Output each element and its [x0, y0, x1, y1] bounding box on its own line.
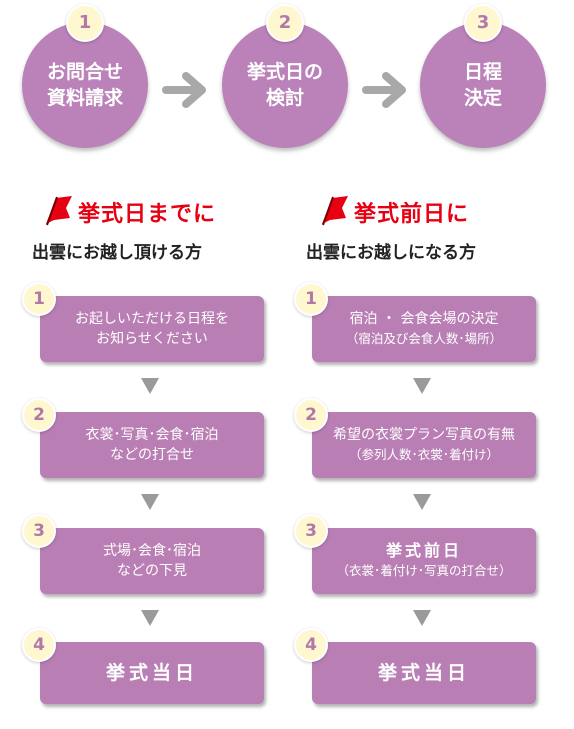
right-arrow-icon — [162, 72, 206, 108]
left-step-box: 衣裳･写真･会食･宿泊 などの打合せ — [40, 412, 264, 478]
right-step-line: （衣裳･着付け･写真の打合せ） — [336, 563, 512, 578]
step-number-badge: 4 — [294, 628, 328, 662]
right-arrow-icon — [362, 72, 406, 108]
step-circle-label: 決定 — [463, 87, 502, 109]
left-subheading: 出雲にお越し頂ける方 — [32, 243, 202, 263]
left-step-box: お起しいただける日程を お知らせください — [40, 296, 264, 362]
left-step-line: などの打合せ — [110, 447, 194, 463]
step-circle-label: 日程 — [463, 61, 502, 83]
left-step-line: 挙式当日 — [105, 662, 198, 684]
flag-icon — [322, 196, 348, 226]
right-step-line: 希望の衣裳プラン写真の有無 — [333, 427, 515, 443]
left-step-line: 衣裳･写真･会食･宿泊 — [85, 427, 219, 443]
flag-icon — [46, 196, 72, 226]
right-step-line: （参列人数･衣裳･着付け） — [348, 447, 499, 462]
right-step-box: 希望の衣裳プラン写真の有無 （参列人数･衣裳･着付け） — [312, 412, 536, 478]
down-arrow-icon — [141, 494, 159, 510]
down-arrow-icon — [413, 494, 431, 510]
step-circle-date-review: 挙式日の 検討 — [222, 22, 348, 148]
step-number-badge: 2 — [22, 398, 56, 432]
step-circle-inquiry: お問合せ 資料請求 — [22, 22, 148, 148]
step-circle-label: 検討 — [265, 87, 304, 109]
step-number-badge: 1 — [22, 282, 56, 316]
step-circle-label: 挙式日の — [246, 61, 323, 83]
left-step-box: 式場･会食･宿泊 などの下見 — [40, 528, 264, 594]
step-number-badge: 2 — [294, 398, 328, 432]
right-step-line: （宿泊及び会食人数･場所） — [345, 331, 503, 346]
right-step-line: 宿泊 ・ 会食会場の決定 — [349, 311, 499, 327]
right-heading: 挙式前日に — [354, 202, 470, 227]
right-step-line: 挙式当日 — [377, 662, 470, 684]
right-step-box: 挙式当日 — [312, 642, 536, 704]
down-arrow-icon — [413, 610, 431, 626]
left-step-line: などの下見 — [117, 563, 187, 579]
step-circle-schedule-decided: 日程 決定 — [420, 22, 546, 148]
step-number-badge: 4 — [22, 628, 56, 662]
step-number-badge: 3 — [464, 4, 502, 42]
right-step-box: 宿泊 ・ 会食会場の決定 （宿泊及び会食人数･場所） — [312, 296, 536, 362]
left-step-box: 挙式当日 — [40, 642, 264, 704]
step-circle-label: 資料請求 — [46, 87, 123, 109]
step-number-badge: 3 — [294, 514, 328, 548]
left-step-line: お起しいただける日程を — [75, 311, 229, 327]
right-step-line: 挙式前日 — [385, 541, 462, 560]
down-arrow-icon — [141, 610, 159, 626]
step-number-badge: 1 — [66, 4, 104, 42]
left-step-line: 式場･会食･宿泊 — [103, 543, 201, 559]
step-number-badge: 2 — [266, 4, 304, 42]
right-step-box: 挙式前日 （衣裳･着付け･写真の打合せ） — [312, 528, 536, 594]
right-subheading: 出雲にお越しになる方 — [306, 243, 476, 263]
step-number-badge: 3 — [22, 514, 56, 548]
down-arrow-icon — [413, 378, 431, 394]
step-circle-label: お問合せ — [46, 61, 123, 83]
down-arrow-icon — [141, 378, 159, 394]
left-heading: 挙式日までに — [78, 202, 217, 227]
left-step-line: お知らせください — [96, 331, 208, 347]
step-number-badge: 1 — [294, 282, 328, 316]
